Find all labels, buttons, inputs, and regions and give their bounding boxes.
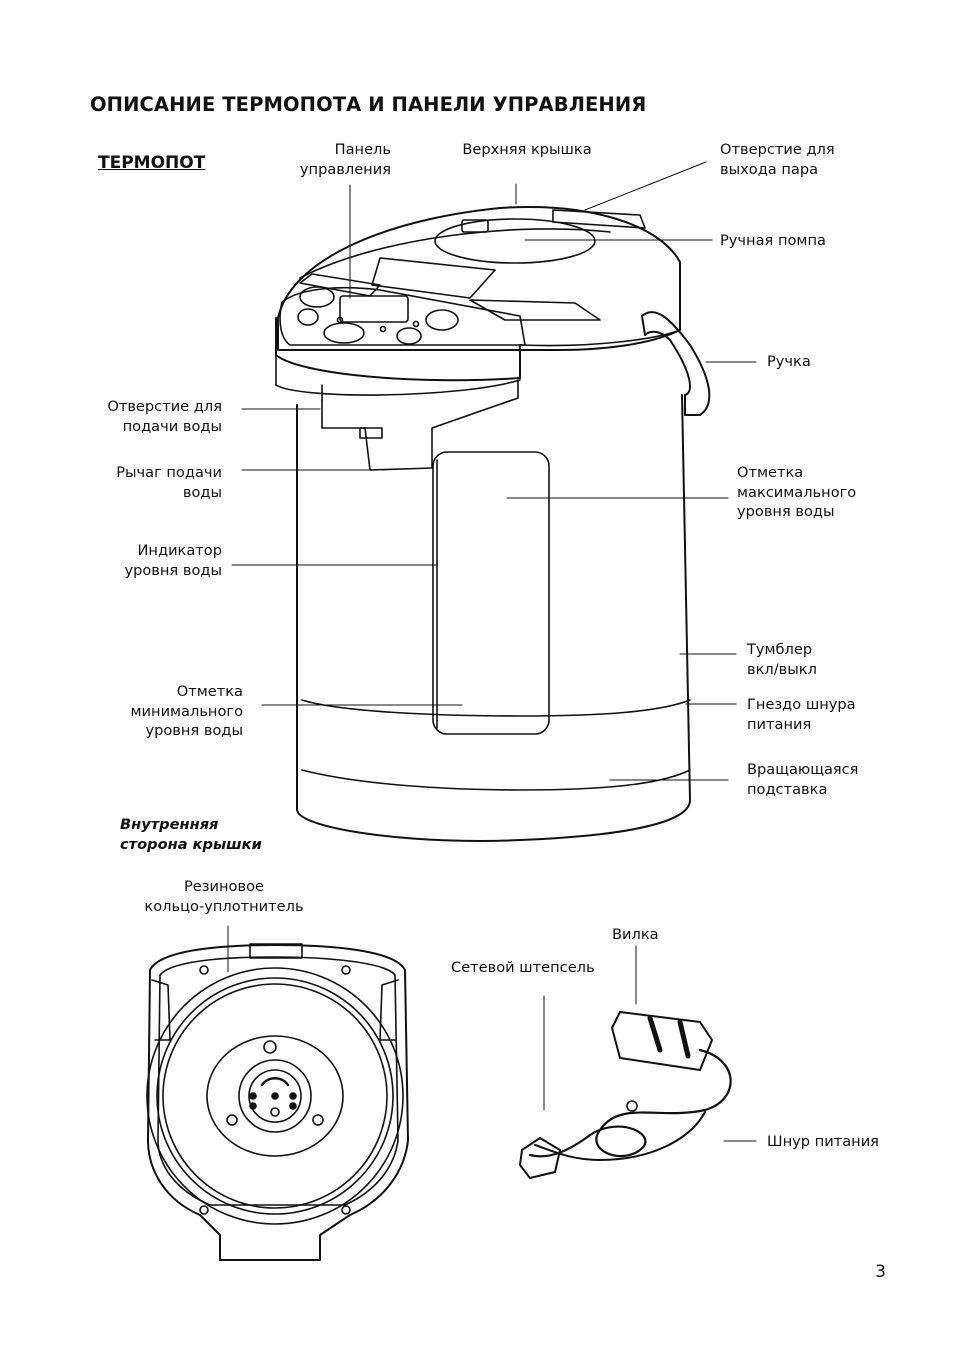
- label-mains-plug: Сетевой штепсель: [451, 959, 595, 976]
- label-plug: Вилка: [612, 926, 659, 943]
- page-title: ОПИСАНИЕ ТЕРМОПОТА И ПАНЕЛИ УПРАВЛЕНИЯ: [90, 93, 647, 116]
- label-rotating-base: Вращающаяся подставка: [747, 761, 859, 798]
- label-water-lever: Рычаг подачи воды: [116, 464, 222, 501]
- label-power-cord: Шнур питания: [767, 1133, 879, 1150]
- lid-section-heading: Внутренняя сторона крышки: [120, 816, 262, 853]
- label-power-switch: Тумблер вкл/выкл: [747, 641, 817, 678]
- label-water-outlet: Отверстие для подачи воды: [107, 398, 222, 435]
- label-min-mark: Отметка минимального уровня воды: [130, 683, 243, 739]
- label-rubber-ring: Резиновое кольцо-уплотнитель: [144, 878, 304, 915]
- label-handle: Ручка: [767, 353, 811, 370]
- label-manual-pump: Ручная помпа: [720, 232, 826, 249]
- section-subtitle: ТЕРМОПОТ: [98, 153, 206, 173]
- label-max-mark: Отметка максимального уровня воды: [737, 464, 857, 520]
- lid-inner-drawing: [147, 926, 408, 1260]
- thermopot-drawing: [276, 207, 709, 841]
- power-cord-drawing: [520, 946, 756, 1178]
- label-level-indicator: Индикатор уровня воды: [124, 542, 222, 579]
- page-number: 3: [875, 1262, 886, 1282]
- label-power-socket: Гнездо шнура питания: [747, 696, 856, 733]
- thermopot-leader-lines: [232, 162, 756, 780]
- label-control-panel: Панель управления: [299, 141, 391, 178]
- label-steam-vent: Отверстие для выхода пара: [720, 141, 835, 178]
- label-top-lid: Верхняя крышка: [462, 141, 592, 158]
